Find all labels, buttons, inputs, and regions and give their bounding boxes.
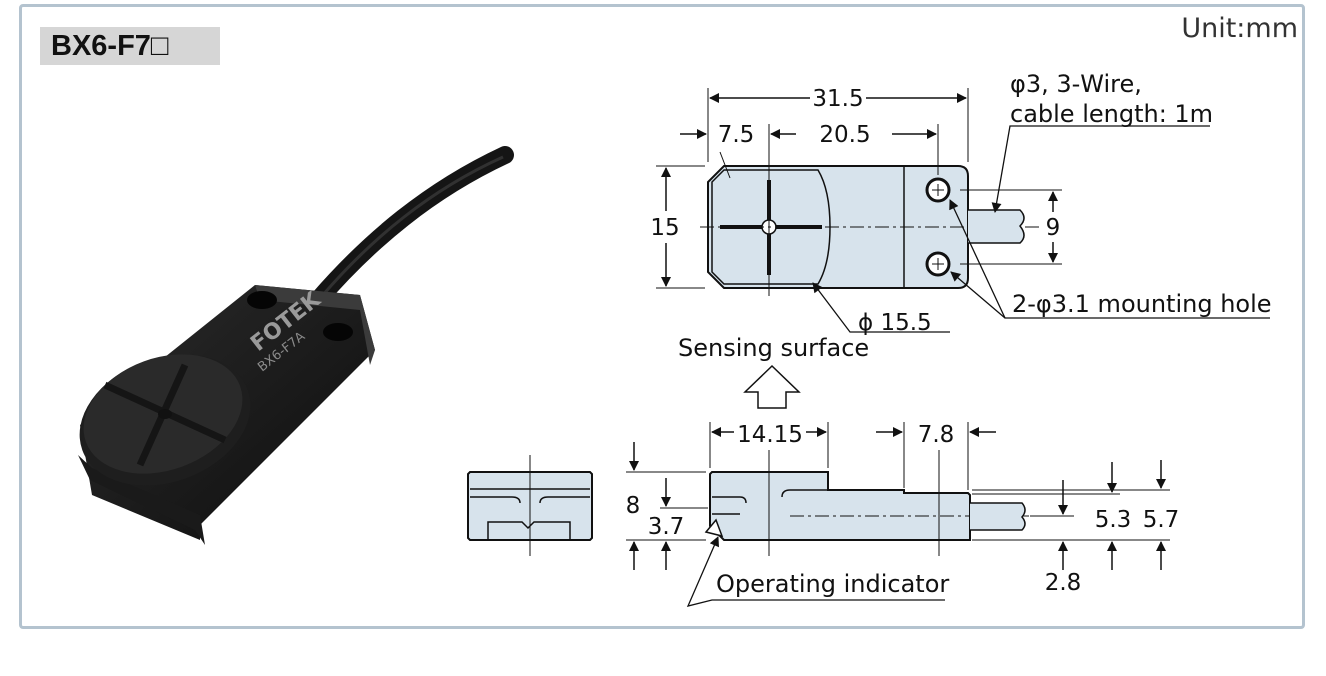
unit-label: Unit:mm	[1181, 13, 1298, 44]
side-view	[626, 422, 1170, 607]
end-view	[467, 455, 593, 556]
operating-indicator-label: Operating indicator	[716, 570, 949, 598]
product-photo: FOTEK BX6-F7A	[78, 146, 514, 545]
dim-diameter: ϕ 15.5	[858, 310, 932, 336]
dim-20-5: 20.5	[819, 122, 870, 148]
model-title: BX6-F7□	[51, 30, 169, 62]
dim-2-8: 2.8	[1045, 570, 1082, 596]
dim-5-7: 5.7	[1143, 507, 1180, 533]
dim-5-3: 5.3	[1095, 507, 1132, 533]
cable-note-line2: cable length: 1m	[1010, 100, 1213, 128]
cable	[309, 146, 514, 309]
mounting-hole-note: 2-φ3.1 mounting hole	[1012, 290, 1272, 318]
dim-15: 15	[650, 215, 679, 241]
side-view-body	[709, 471, 971, 541]
photo-mount-hole	[323, 323, 353, 341]
top-view	[656, 88, 1270, 409]
dim-31-5: 31.5	[812, 86, 863, 112]
photo-mount-hole	[247, 291, 277, 309]
sensing-surface-label: Sensing surface	[678, 334, 869, 362]
sensing-surface-arrow	[743, 364, 801, 409]
top-view-cable	[968, 209, 1025, 244]
dim-7-8: 7.8	[918, 422, 955, 448]
dim-9: 9	[1046, 215, 1061, 241]
dim-3-7: 3.7	[648, 514, 685, 540]
dim-8: 8	[626, 493, 641, 519]
cable-note-line1: φ3, 3-Wire,	[1010, 70, 1142, 98]
dim-14-15: 14.15	[737, 422, 803, 448]
model-badge	[40, 27, 220, 65]
dim-7-5: 7.5	[718, 122, 755, 148]
